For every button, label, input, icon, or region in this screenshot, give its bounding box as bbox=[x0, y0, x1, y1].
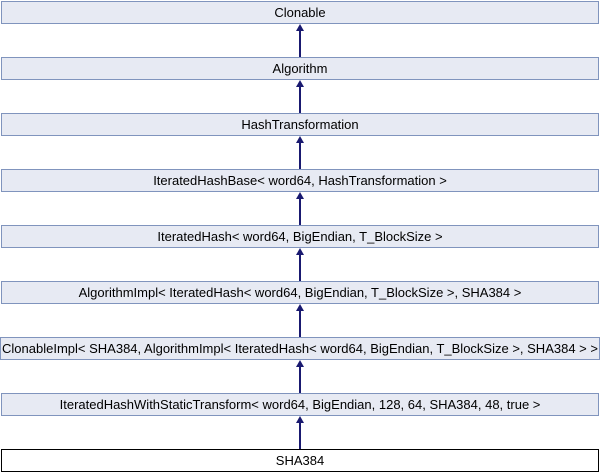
arrow-line bbox=[299, 28, 301, 57]
arrow-line bbox=[299, 84, 301, 113]
arrow-head-icon bbox=[296, 24, 304, 31]
arrow-line bbox=[299, 420, 301, 449]
class-node-label: AlgorithmImpl< IteratedHash< word64, Big… bbox=[78, 285, 522, 300]
inheritance-arrow bbox=[293, 24, 307, 57]
arrow-head-icon bbox=[296, 136, 304, 143]
arrow-line bbox=[299, 308, 301, 337]
class-node-label: IteratedHash< word64, BigEndian, T_Block… bbox=[157, 229, 443, 244]
class-node-label: SHA384 bbox=[275, 453, 325, 468]
class-node-sha384-current: SHA384 bbox=[1, 449, 599, 472]
class-node-clonableimpl[interactable]: ClonableImpl< SHA384, AlgorithmImpl< Ite… bbox=[0, 337, 600, 360]
arrow-line bbox=[299, 364, 301, 393]
arrow-line bbox=[299, 252, 301, 281]
class-node-label: Clonable bbox=[274, 5, 326, 20]
arrow-line bbox=[299, 140, 301, 169]
class-node-label: HashTransformation bbox=[241, 117, 359, 132]
arrow-head-icon bbox=[296, 416, 304, 423]
class-node-iteratedhashbase[interactable]: IteratedHashBase< word64, HashTransforma… bbox=[1, 169, 599, 192]
inheritance-arrow bbox=[293, 136, 307, 169]
arrow-head-icon bbox=[296, 248, 304, 255]
inheritance-arrow bbox=[293, 192, 307, 225]
class-node-hashtransformation[interactable]: HashTransformation bbox=[1, 113, 599, 136]
class-node-label: ClonableImpl< SHA384, AlgorithmImpl< Ite… bbox=[2, 341, 598, 356]
inheritance-arrow bbox=[293, 248, 307, 281]
inheritance-arrow bbox=[293, 360, 307, 393]
class-node-label: IteratedHashWithStaticTransform< word64,… bbox=[59, 397, 541, 412]
arrow-head-icon bbox=[296, 192, 304, 199]
class-node-iteratedhash[interactable]: IteratedHash< word64, BigEndian, T_Block… bbox=[1, 225, 599, 248]
class-node-clonable[interactable]: Clonable bbox=[1, 1, 599, 24]
class-node-iteratedhashwithstatictransform[interactable]: IteratedHashWithStaticTransform< word64,… bbox=[1, 393, 599, 416]
class-node-label: Algorithm bbox=[272, 61, 328, 76]
inheritance-arrow bbox=[293, 80, 307, 113]
arrow-line bbox=[299, 196, 301, 225]
arrow-head-icon bbox=[296, 304, 304, 311]
inheritance-arrow bbox=[293, 416, 307, 449]
class-node-algorithm[interactable]: Algorithm bbox=[1, 57, 599, 80]
arrow-head-icon bbox=[296, 80, 304, 87]
class-node-label: IteratedHashBase< word64, HashTransforma… bbox=[153, 173, 447, 188]
inheritance-arrow bbox=[293, 304, 307, 337]
class-node-algorithmimpl[interactable]: AlgorithmImpl< IteratedHash< word64, Big… bbox=[1, 281, 599, 304]
arrow-head-icon bbox=[296, 360, 304, 367]
